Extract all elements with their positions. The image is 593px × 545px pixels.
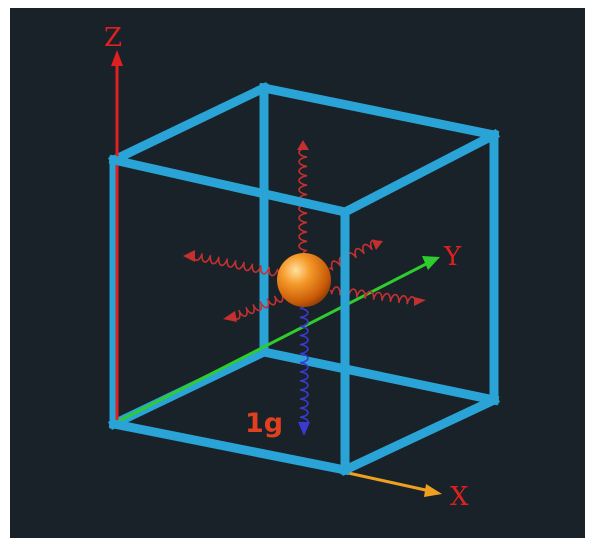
z-axis-label: Z — [104, 23, 122, 53]
spring-right — [328, 239, 378, 271]
cube-frame — [107, 81, 500, 431]
spring-front-left — [233, 292, 286, 320]
spring-bottom — [299, 305, 309, 427]
spring-back-right-arrowhead — [414, 297, 426, 306]
spring-front-left-arrowhead — [223, 311, 237, 322]
gravity-label: 1g — [245, 408, 283, 439]
spring-right-arrowhead — [372, 240, 383, 250]
spring-left — [192, 253, 280, 277]
y-axis-arrowhead — [422, 256, 440, 270]
spring-arrows — [183, 140, 426, 322]
y-axis-label: Y — [443, 242, 462, 272]
y-axis — [116, 261, 429, 424]
x-axis-arrowhead — [424, 484, 442, 497]
sphere-mass — [277, 253, 331, 307]
spring-left-arrowhead — [183, 250, 195, 262]
z-axis-arrowhead — [111, 50, 123, 66]
x-axis-label: X — [450, 482, 469, 512]
cube-front-frame — [108, 128, 501, 476]
spring-top-arrowhead — [297, 140, 309, 150]
gravity-arrowhead — [298, 422, 310, 436]
